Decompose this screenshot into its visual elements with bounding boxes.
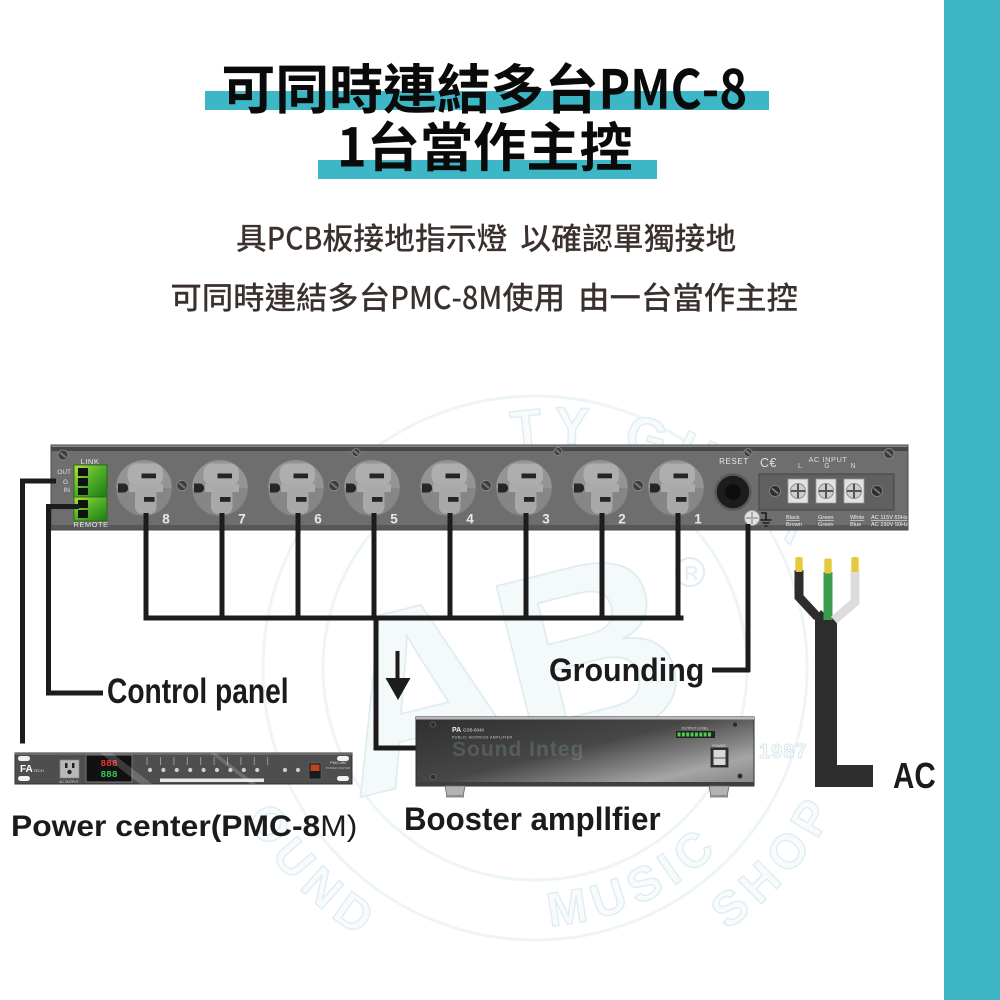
svg-text:AC OUTPUT: AC OUTPUT — [59, 780, 79, 784]
svg-text:AC 115V 60Hz: AC 115V 60Hz — [871, 515, 908, 521]
svg-text:888: 888 — [100, 758, 117, 769]
svg-text:3: 3 — [542, 512, 550, 527]
svg-text:RESET: RESET — [719, 457, 749, 466]
svg-text:1: 1 — [694, 512, 702, 527]
svg-text:PA: PA — [452, 727, 461, 734]
svg-text:7: 7 — [238, 512, 246, 527]
svg-text:L: L — [798, 463, 802, 470]
svg-text:LINK: LINK — [81, 457, 100, 466]
svg-text:6: 6 — [314, 512, 322, 527]
svg-text:N: N — [850, 463, 855, 470]
svg-text:OUTPUT LEVEL: OUTPUT LEVEL — [682, 727, 709, 731]
svg-text:GSB-6040: GSB-6040 — [463, 728, 485, 733]
svg-text:G: G — [824, 463, 829, 470]
svg-text:OUT: OUT — [57, 469, 71, 476]
svg-text:Sound Integ: Sound Integ — [452, 738, 584, 761]
svg-text:888: 888 — [100, 769, 117, 780]
svg-text:REMOTE: REMOTE — [73, 520, 108, 529]
svg-text:R: R — [684, 563, 699, 585]
svg-text:4: 4 — [466, 512, 474, 527]
svg-text:PUBLIC ADDRESS AMPLIFIER: PUBLIC ADDRESS AMPLIFIER — [452, 736, 513, 740]
svg-text:C€: C€ — [760, 456, 777, 470]
svg-text:5: 5 — [390, 512, 398, 527]
svg-text:Green: Green — [818, 515, 834, 521]
svg-text:AC 230V 50Hz: AC 230V 50Hz — [871, 522, 908, 528]
svg-text:FA: FA — [20, 764, 33, 775]
svg-text:Brown: Brown — [786, 522, 802, 528]
svg-text:Green: Green — [818, 522, 834, 528]
svg-text:PMC-8M: PMC-8M — [330, 760, 346, 765]
svg-text:2: 2 — [618, 512, 626, 527]
svg-text:White: White — [850, 515, 864, 521]
svg-text:G: G — [63, 479, 68, 486]
svg-text:8: 8 — [162, 512, 170, 527]
svg-text:1987: 1987 — [759, 741, 808, 763]
svg-text:AC INPUT: AC INPUT — [808, 455, 847, 464]
svg-text:IN: IN — [64, 487, 71, 494]
svg-text:Blue: Blue — [850, 522, 861, 528]
svg-text:POWER CENTER: POWER CENTER — [326, 766, 351, 770]
svg-text:POWER: POWER — [712, 744, 726, 748]
svg-text:Black: Black — [786, 515, 800, 521]
svg-text:TECH: TECH — [33, 768, 44, 773]
